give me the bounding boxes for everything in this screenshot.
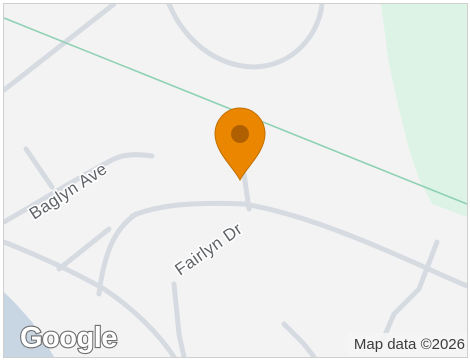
- road-bottom-middle: [171, 281, 187, 357]
- road-top-left: [4, 4, 117, 93]
- road-lower-middle: [56, 226, 112, 272]
- road-right-branch: [376, 239, 440, 352]
- map-canvas[interactable]: Baglyn Ave Fairlyn Dr Google: [4, 4, 467, 357]
- water-area: [4, 292, 54, 357]
- road-cul-de-sac: [96, 211, 139, 297]
- park-area: [381, 4, 467, 217]
- road-marker-connector: [241, 171, 252, 212]
- road-baglyn-ave: [4, 152, 155, 225]
- map-pin-dot: [231, 125, 249, 143]
- google-logo[interactable]: Google: [19, 321, 119, 355]
- road-network: [4, 4, 467, 357]
- map-pin-icon[interactable]: [214, 107, 266, 182]
- road-top-crescent: [166, 4, 325, 70]
- map-view[interactable]: Baglyn Ave Fairlyn Dr Google Map data ©2…: [3, 3, 468, 358]
- road-fairlyn-dr: [129, 200, 467, 289]
- map-attribution[interactable]: Map data ©2026: [347, 333, 467, 357]
- road-bottom-right: [281, 321, 317, 357]
- road-lower-left: [4, 239, 177, 357]
- road-left-stub: [23, 146, 55, 190]
